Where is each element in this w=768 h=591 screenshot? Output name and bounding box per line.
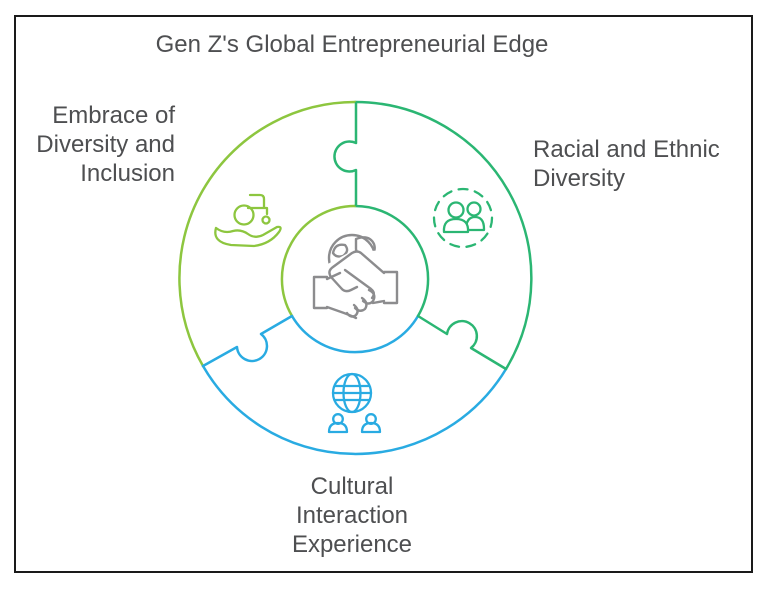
person-left-body <box>327 421 349 434</box>
handshake-globe-icon <box>312 233 399 322</box>
inner-arc-green <box>353 204 430 318</box>
wheelchair-wheel <box>233 204 255 226</box>
inner-ring <box>280 204 430 354</box>
left-cuff <box>312 275 329 310</box>
person-front-body <box>442 217 470 234</box>
right-cuff <box>382 270 399 305</box>
hand-holding-wheelchair-icon <box>214 193 282 248</box>
person-front-head <box>447 201 465 219</box>
handshake-mask <box>313 250 398 322</box>
outer-arc-blue <box>201 364 508 456</box>
puzzle-connector-left <box>201 314 294 368</box>
person-back-head <box>466 201 482 217</box>
inner-arc-yellow-green <box>280 204 357 318</box>
segment-label-diversity-inclusion: Embrace of Diversity and Inclusion <box>36 102 175 187</box>
left-arm-bottom <box>325 299 386 320</box>
inner-arc-blue <box>290 314 420 354</box>
person-right-body <box>360 421 382 434</box>
people-group-dashed-circle-icon <box>432 187 494 249</box>
globe-parallels <box>331 384 373 402</box>
wheelchair-caster <box>261 215 271 225</box>
wheelchair-frame <box>246 193 269 216</box>
outer-arc-green <box>353 100 533 371</box>
outer-arc-yellow-green <box>178 100 357 368</box>
puzzle-connector-top <box>333 101 358 207</box>
right-hand <box>328 250 386 293</box>
open-hand <box>214 225 282 248</box>
page-title: Gen Z's Global Entrepreneurial Edge <box>155 31 549 58</box>
segment-label-racial-ethnic: Racial and Ethnic Diversity <box>533 136 720 192</box>
dashed-circle <box>432 187 494 249</box>
puzzle-connector-right <box>416 314 508 371</box>
outer-ring <box>178 100 533 456</box>
segment-label-cultural-interaction: Cultural Interaction Experience <box>291 473 413 558</box>
globe-continent-left <box>331 243 349 258</box>
globe-with-people-icon <box>327 372 382 434</box>
